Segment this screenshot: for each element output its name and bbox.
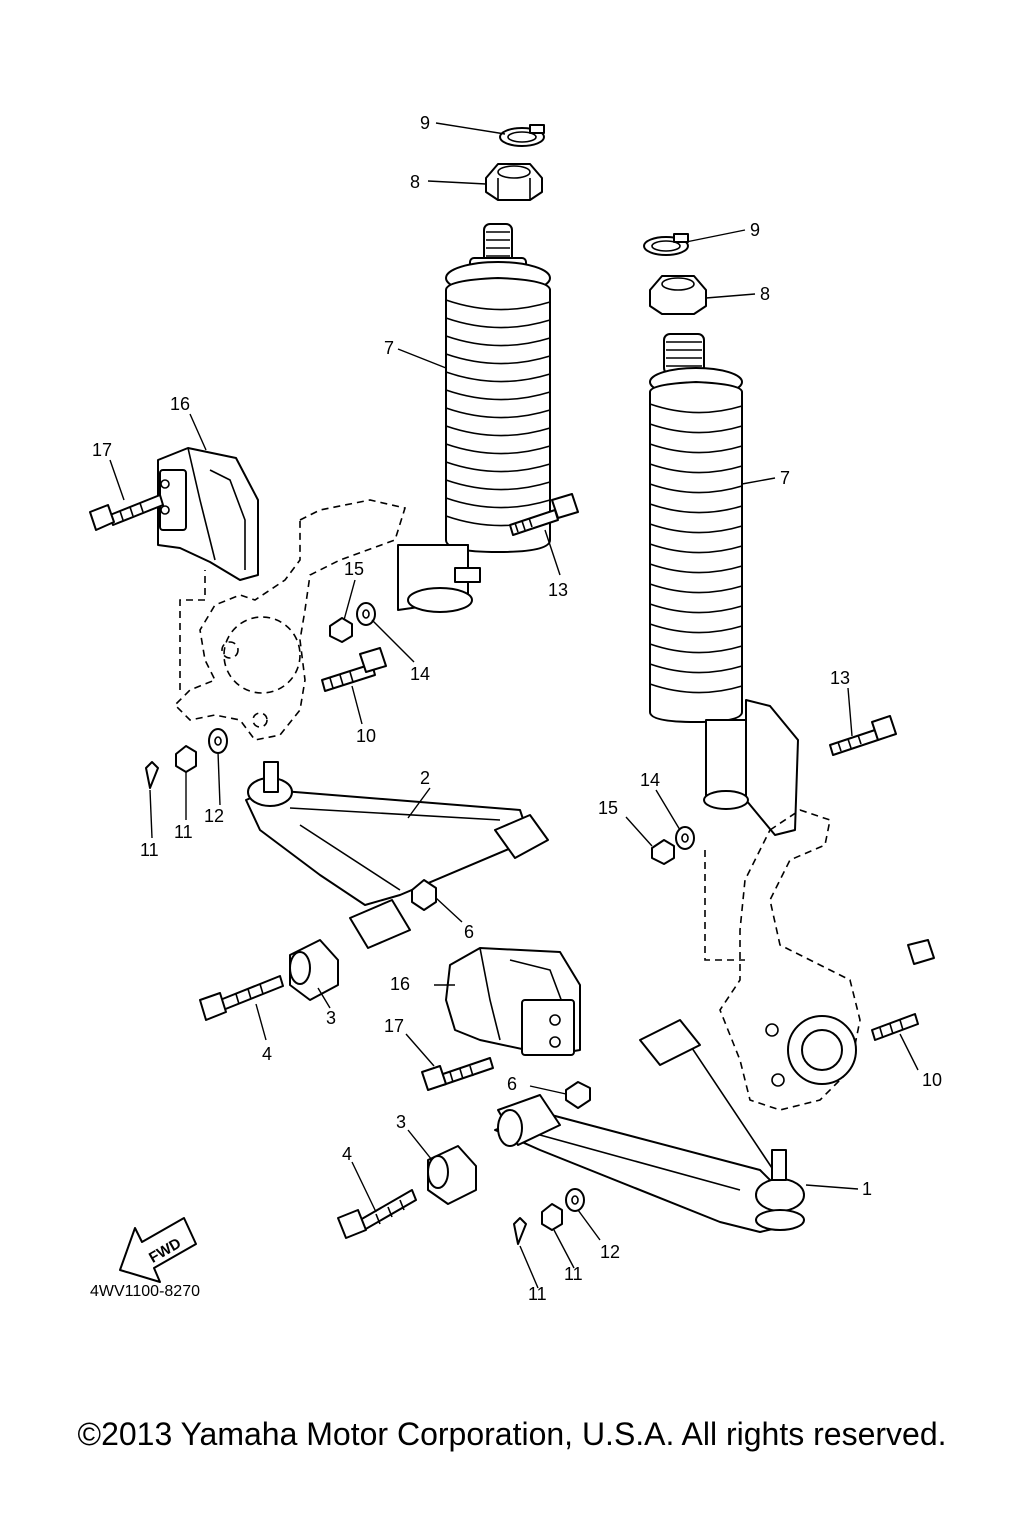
cotter-pin-11-lower — [513, 1217, 527, 1245]
callout-5-lower: 6 — [507, 1074, 517, 1094]
callout-labels: 9 8 9 8 7 7 16 17 13 15 14 10 13 2 14 15… — [92, 113, 942, 1304]
callout-9-left: 10 — [356, 726, 376, 746]
callout-14-left: 14 — [410, 664, 430, 684]
callout-11-left: 11 — [140, 840, 159, 860]
callout-11-lower: 11 — [528, 1284, 547, 1304]
fwd-arrow-icon: FWD — [119, 1217, 197, 1283]
callout-8-right: 9 — [750, 220, 760, 240]
nut-5-upper — [411, 879, 437, 911]
copyright-notice: ©2013 Yamaha Motor Corporation, U.S.A. A… — [77, 1416, 947, 1452]
callout-6-left: 7 — [384, 338, 394, 358]
lower-arm-1 — [494, 1019, 805, 1233]
callout-17-right: 17 — [384, 1016, 404, 1036]
knuckle-right-outline — [704, 809, 861, 1111]
callout-6-right: 7 — [780, 468, 790, 488]
leader-lines — [109, 122, 919, 1289]
nut-15-left — [329, 617, 353, 643]
guard-16-left — [157, 447, 259, 581]
washer-14-right — [675, 826, 695, 850]
callout-3-lower: 3 — [396, 1112, 406, 1132]
callout-13-right: 13 — [830, 668, 850, 688]
bolt-17-left — [89, 494, 164, 531]
callout-12-left: 12 — [204, 806, 224, 826]
bushing-3-lower — [427, 1145, 477, 1205]
bolt-9-right — [871, 939, 935, 1041]
cotter-pin-11-left — [145, 761, 159, 789]
callout-1: 1 — [862, 1179, 872, 1199]
bushing-front-lower — [497, 1094, 561, 1147]
callout-16-left: 16 — [170, 394, 190, 414]
circlip-left — [499, 124, 545, 147]
callout-15-right: 15 — [598, 798, 618, 818]
nut-10-lower — [541, 1203, 563, 1231]
shock-absorber-left — [397, 223, 551, 613]
washer-14-left — [356, 602, 376, 626]
callout-17-left: 17 — [92, 440, 112, 460]
nut-5-lower — [565, 1081, 591, 1109]
washer-12-left — [208, 728, 228, 754]
callout-7-left: 8 — [410, 172, 420, 192]
bolt-4-upper — [199, 975, 284, 1021]
callout-12-lower: 12 — [600, 1242, 620, 1262]
callout-9-right: 10 — [922, 1070, 942, 1090]
upper-arm-2 — [245, 761, 549, 949]
bolt-13-left — [509, 493, 579, 536]
callout-8-left: 9 — [420, 113, 430, 133]
callout-10-lower: 11 — [564, 1264, 583, 1284]
callout-5-upper: 6 — [464, 922, 474, 942]
bolt-9-left — [321, 647, 387, 692]
callout-15-left: 15 — [344, 559, 364, 579]
callout-2: 2 — [420, 768, 430, 788]
callout-3-upper: 3 — [326, 1008, 336, 1028]
nut-10-left — [175, 745, 197, 773]
bolt-17-right — [421, 1057, 494, 1091]
nut-right — [649, 275, 707, 315]
callout-14-right: 14 — [640, 770, 660, 790]
callout-4-upper: 4 — [262, 1044, 272, 1064]
part-code: 4WV1100-8270 — [90, 1283, 200, 1300]
nut-left — [485, 163, 543, 201]
callout-13-left: 13 — [548, 580, 568, 600]
shock-absorber-right — [649, 333, 799, 836]
guard-16-right — [445, 947, 581, 1056]
callout-4-lower: 4 — [342, 1144, 352, 1164]
callout-7-right: 8 — [760, 284, 770, 304]
bolt-4-lower — [337, 1189, 417, 1239]
bushing-3-upper — [289, 939, 339, 1001]
washer-12-lower — [565, 1188, 585, 1212]
bolt-13-right — [829, 715, 897, 756]
circlip-right — [643, 233, 689, 256]
knuckle-left-outline — [173, 499, 407, 741]
nut-15-right — [651, 839, 675, 865]
callout-10-left: 11 — [174, 822, 193, 842]
callout-16-right: 16 — [390, 974, 410, 994]
